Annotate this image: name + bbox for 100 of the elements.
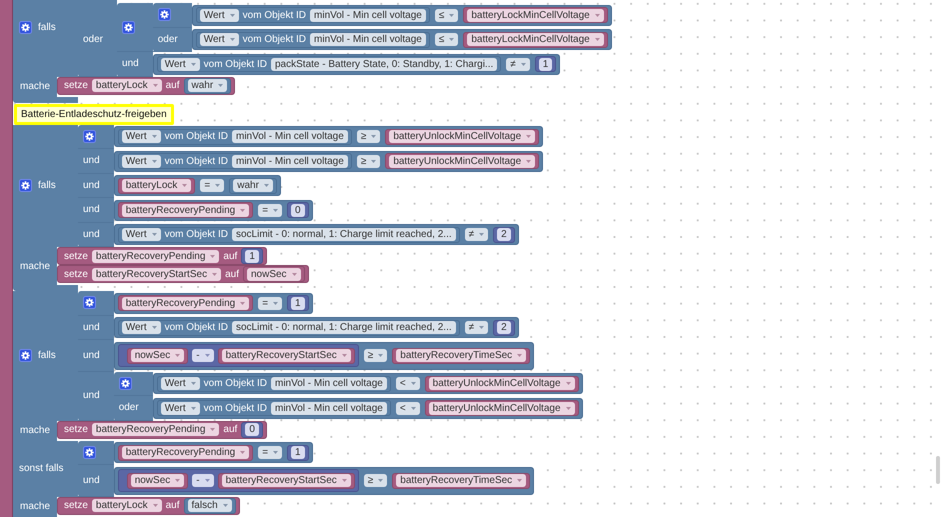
block-label: oder bbox=[83, 32, 104, 46]
set-variable-block bbox=[57, 247, 267, 265]
object-id-field: minVol - Min cell voltage bbox=[232, 154, 348, 168]
compare-block bbox=[114, 317, 519, 338]
get-value-block bbox=[118, 128, 352, 145]
dropdown: ≠ bbox=[464, 321, 488, 334]
compare-block bbox=[152, 373, 583, 394]
number-block bbox=[287, 295, 309, 312]
get-value-block bbox=[118, 153, 352, 170]
block-label: auf bbox=[225, 268, 239, 280]
dropdown: batteryLock bbox=[122, 179, 192, 192]
compare-block bbox=[114, 342, 534, 370]
arithmetic-block bbox=[118, 469, 359, 492]
block-label: vom Objekt ID bbox=[242, 8, 306, 22]
dropdown: batteryUnlockMinCellVoltage bbox=[428, 402, 575, 415]
dropdown: batteryUnlockMinCellVoltage bbox=[389, 154, 536, 168]
dropdown: wahr bbox=[188, 79, 228, 92]
object-id-field: minVol - Min cell voltage bbox=[271, 402, 387, 415]
dropdown: ≥ bbox=[364, 349, 388, 362]
block-label: falls bbox=[38, 349, 56, 362]
object-id-field: packState - Battery State, 0: Standby, 1: Chargi... bbox=[271, 58, 498, 71]
dropdown: ≤ bbox=[434, 8, 458, 22]
get-value-block bbox=[196, 7, 430, 24]
variable-block bbox=[126, 348, 188, 364]
object-id-field: minVol - Min cell voltage bbox=[232, 130, 348, 144]
dropdown: = bbox=[258, 296, 282, 310]
compare-block bbox=[114, 150, 544, 172]
block-label: und bbox=[83, 178, 100, 192]
dropdown: Wert bbox=[122, 130, 161, 144]
dropdown: ≠ bbox=[464, 228, 488, 242]
compare-block bbox=[114, 224, 519, 246]
variable-block bbox=[242, 266, 305, 282]
dropdown: nowSec bbox=[246, 268, 301, 280]
dropdown: ≠ bbox=[506, 58, 530, 71]
dropdown: batteryRecoveryStartSec bbox=[222, 474, 351, 488]
variable-block bbox=[463, 7, 608, 24]
block-label: mache bbox=[20, 80, 50, 93]
number-block bbox=[287, 202, 309, 218]
set-variable-block bbox=[57, 265, 309, 283]
get-value-block bbox=[156, 400, 391, 416]
block-label: mache bbox=[20, 260, 50, 272]
dropdown: batteryLock bbox=[92, 499, 162, 512]
logic-block bbox=[78, 440, 114, 496]
dropdown: Wert bbox=[122, 154, 161, 168]
number-block bbox=[241, 422, 263, 438]
compare-block bbox=[192, 4, 612, 26]
block-label: mache bbox=[20, 424, 50, 437]
block-label: vom Objekt ID bbox=[164, 228, 228, 242]
number-block bbox=[493, 226, 515, 243]
block-label: vom Objekt ID bbox=[164, 154, 228, 168]
block-label: falls bbox=[38, 179, 56, 192]
block-label: setze bbox=[64, 79, 88, 92]
variable-block bbox=[463, 32, 608, 48]
dropdown: batteryRecoveryTimeSec bbox=[396, 349, 526, 362]
logic-block bbox=[152, 3, 192, 52]
dropdown: batteryLockMinCellVoltage bbox=[467, 33, 604, 46]
compare-block bbox=[192, 29, 612, 50]
dropdown: batteryLockMinCellVoltage bbox=[467, 8, 604, 22]
compare-block bbox=[114, 466, 534, 495]
block-label: und bbox=[83, 154, 100, 168]
variable-block bbox=[118, 202, 254, 218]
dropdown: ≤ bbox=[434, 33, 458, 46]
set-variable-block bbox=[57, 420, 267, 438]
compare-block bbox=[152, 398, 583, 419]
dropdown: falsch bbox=[188, 499, 232, 512]
compare-block bbox=[114, 175, 281, 196]
dropdown: wahr bbox=[233, 179, 273, 192]
logic-block bbox=[78, 124, 114, 247]
compare-block bbox=[114, 442, 313, 464]
block-label: vom Objekt ID bbox=[164, 130, 228, 144]
get-value-block bbox=[156, 376, 391, 392]
variable-block bbox=[118, 295, 254, 312]
block-label: auf bbox=[223, 250, 238, 262]
dropdown: ≥ bbox=[364, 474, 388, 488]
dropdown: batteryUnlockMinCellVoltage bbox=[428, 377, 575, 390]
dropdown: = bbox=[200, 179, 224, 192]
dropdown: ≥ bbox=[356, 154, 380, 168]
dropdown: Wert bbox=[122, 228, 161, 242]
variable-block bbox=[424, 376, 579, 392]
dropdown: < bbox=[396, 402, 420, 415]
block-label: und bbox=[122, 57, 139, 70]
block-label: auf bbox=[166, 79, 180, 92]
object-id-field: minVol - Min cell voltage bbox=[310, 8, 426, 22]
dropdown: batteryRecoveryPending bbox=[122, 204, 250, 217]
number-field: 0 bbox=[245, 423, 259, 436]
variable-block bbox=[392, 348, 530, 364]
dropdown: Wert bbox=[200, 8, 239, 22]
number-block bbox=[287, 444, 309, 461]
dropdown: - bbox=[192, 474, 214, 488]
block-label: vom Objekt ID bbox=[204, 377, 267, 390]
number-field: 2 bbox=[497, 321, 511, 334]
number-field: 1 bbox=[291, 446, 305, 460]
dropdown: Wert bbox=[200, 33, 239, 46]
number-block bbox=[493, 320, 515, 336]
get-value-block bbox=[118, 320, 460, 336]
variable-block bbox=[392, 472, 530, 489]
number-field: 1 bbox=[291, 296, 305, 310]
block-label: vom Objekt ID bbox=[204, 58, 267, 71]
block-label: oder bbox=[158, 32, 178, 46]
compare-block bbox=[114, 292, 313, 314]
